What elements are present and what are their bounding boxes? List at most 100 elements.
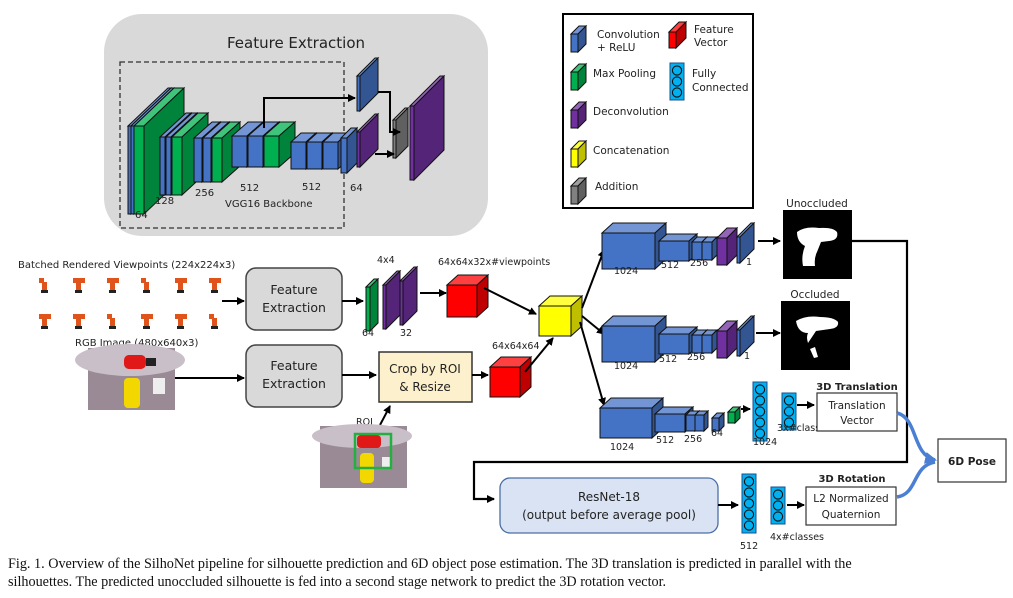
arrow-feat2-concat [524, 337, 554, 373]
silhonet-diagram: Feature Extraction 64 128 256 512 512 64… [18, 13, 1007, 552]
legend-label-conv: Convolution [597, 29, 660, 41]
fc-4x-label: 4x#classes [770, 532, 824, 543]
legend-maxpool-icon [570, 71, 579, 91]
svg-text:ResNet-18: ResNet-18 [578, 490, 640, 504]
viewpoint-thumbnail [209, 314, 218, 329]
vgg-stage2-layer [159, 136, 166, 196]
viewpoint-decoder-layers [364, 265, 419, 333]
fc-3x-classes-neuron [783, 406, 795, 417]
ch-label-64: 64 [135, 210, 148, 221]
backbone-label: VGG16 Backbone [225, 199, 312, 210]
viewpoint-thumbnail [141, 314, 153, 329]
legend-label-feature-2: Vector [694, 37, 728, 49]
occ-ch-512: 512 [659, 354, 677, 365]
fc-1024-label: 1024 [753, 437, 777, 448]
roi-image [312, 424, 412, 488]
legend-label-fc-2: Connected [692, 82, 749, 94]
viewpoint-thumbnail [39, 314, 51, 329]
ch-label-512a: 512 [240, 183, 259, 194]
legend-label-feature: Feature [694, 24, 734, 36]
vgg-stage3-layer [202, 137, 212, 183]
vgg-stage3-layer [193, 137, 203, 183]
arrow-to-unocc [581, 249, 606, 309]
rotation-to-pose [896, 460, 936, 499]
skip-arrow [263, 94, 356, 128]
unoccluded-label: Unoccluded [786, 198, 848, 210]
feature-vector-viewpoints [446, 284, 478, 318]
legend-label-conv-2: + ReLU [597, 42, 635, 54]
svg-text:(output before average pool): (output before average pool) [522, 508, 696, 522]
svg-text:Quaternion: Quaternion [822, 509, 881, 521]
trans-ch-64: 64 [711, 428, 723, 439]
vgg-stage5-layer [322, 141, 339, 170]
viewpoint-thumbnail [175, 314, 187, 329]
translation-to-pose [896, 411, 937, 464]
vgg-stage4-layer [247, 135, 264, 168]
viewpoint-thumbnail [107, 278, 119, 293]
unoccluded-silhouette [783, 210, 852, 279]
arrow-feat1-concat [483, 287, 537, 315]
vgg-stage3-layer [211, 137, 223, 183]
occluded-branch-conv256b [701, 334, 713, 354]
svg-text:Extraction: Extraction [262, 376, 326, 391]
fc-512-neuron [743, 509, 755, 520]
svg-text:& Resize: & Resize [399, 380, 451, 394]
legend-label-deconv: Deconvolution [593, 106, 669, 118]
feat-viewpoints-label: 64x64x32x#viewpoints [438, 257, 550, 268]
trans-conv1024 [599, 407, 653, 439]
roi-label: ROI [356, 417, 373, 428]
ch-label-64b: 64 [350, 183, 363, 194]
occluded-branch-conv512 [658, 333, 690, 355]
ch-label-256: 256 [195, 188, 214, 199]
vgg-stage2-layer [165, 136, 172, 196]
svg-text:Feature: Feature [270, 358, 318, 373]
maxpool-4x4 [365, 286, 371, 332]
viewpoint-thumbnail [107, 314, 116, 329]
ch-label-128: 128 [155, 196, 174, 207]
vgg-stage5-layer [290, 141, 307, 170]
trans-ch-1024: 1024 [610, 442, 634, 453]
legend-label-addition: Addition [595, 181, 638, 193]
svg-text:L2 Normalized: L2 Normalized [813, 493, 888, 505]
svg-text:Crop by ROI: Crop by ROI [389, 362, 461, 376]
fc-512-label: 512 [740, 541, 758, 552]
vgg-stage1-layer [133, 125, 145, 215]
arrow-to-occ [581, 315, 605, 335]
feature-vectors [445, 273, 584, 399]
deconv-32-label: 32 [400, 328, 412, 339]
viewpoint-thumbnail [209, 278, 221, 293]
feat-rgb-label: 64x64x64 [492, 341, 540, 352]
fc-3x-classes-neuron [783, 417, 795, 428]
feature-extraction-block-1: Feature Extraction [245, 267, 343, 331]
rgb-label: RGB Image (480x640x3) [75, 338, 199, 349]
legend-deconv-icon [570, 109, 579, 129]
svg-text:Extraction: Extraction [262, 300, 326, 315]
caption-line-2: silhouettes. The predicted unoccluded si… [8, 574, 667, 590]
fc-512-neuron [743, 487, 755, 498]
quaternion-block: L2 Normalized Quaternion [805, 486, 897, 526]
add-arrow-1 [378, 91, 401, 136]
vgg-stage4-layer [263, 135, 280, 168]
panel-title: Feature Extraction [227, 34, 365, 52]
legend-label-maxpool: Max Pooling [593, 68, 656, 80]
maxpool-4x4-side [369, 277, 379, 333]
fc-512-neuron [743, 520, 755, 531]
skip-conv [356, 75, 361, 112]
fc-4x-classes-neuron [772, 511, 784, 522]
svg-text:Translation: Translation [827, 400, 885, 412]
figure-caption: Fig. 1. Overview of the SilhoNet pipelin… [8, 555, 1006, 591]
svg-text:6D Pose: 6D Pose [948, 456, 996, 468]
feature-extraction-block-2: Feature Extraction [245, 344, 343, 408]
occluded-silhouette [781, 301, 850, 370]
fc-512-neuron [743, 498, 755, 509]
unoccluded-branch-deconv [716, 237, 728, 266]
viewpoint-thumbnail [73, 278, 85, 293]
trans-ch-512: 512 [656, 435, 674, 446]
translation-heading: 3D Translation [816, 382, 898, 393]
deconv-64-label: 64 [362, 328, 374, 339]
occ-ch-256: 256 [687, 352, 705, 363]
svg-text:Feature: Feature [270, 282, 318, 297]
occluded-branch-conv1024 [601, 325, 656, 363]
addition-layer [392, 119, 397, 159]
pool-4x4-label: 4x4 [377, 255, 395, 266]
